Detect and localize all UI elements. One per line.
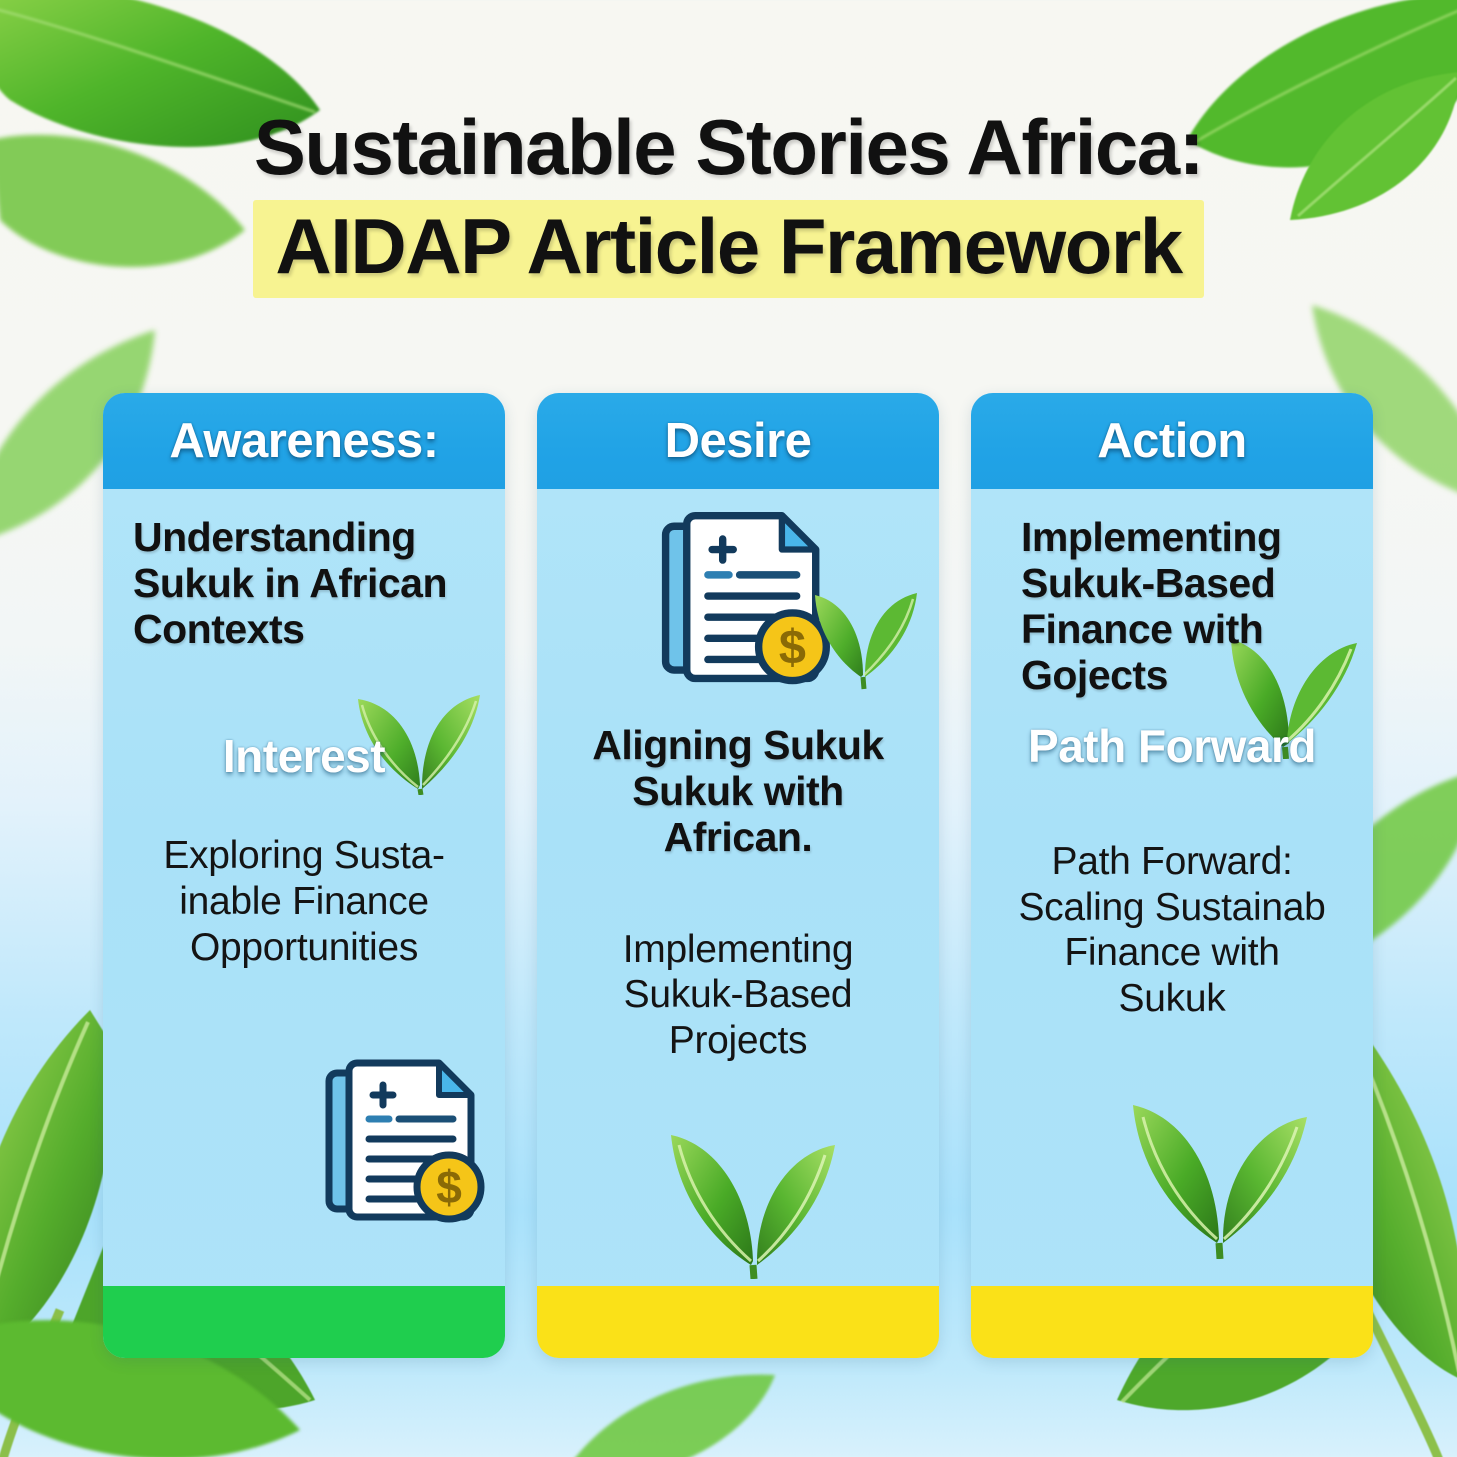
card-awareness-footer bbox=[103, 1286, 505, 1358]
card-desire[interactable]: Desire $ bbox=[537, 393, 939, 1358]
leaf-sprout-icon bbox=[1121, 1089, 1321, 1264]
leaf-sprout-icon bbox=[659, 1119, 849, 1284]
card-awareness-body-heading: Understanding Sukuk in African Contexts bbox=[133, 514, 448, 652]
card-action-body-text: Path Forward: Scaling Sustainab Finance … bbox=[1018, 840, 1326, 1021]
svg-text:$: $ bbox=[436, 1161, 462, 1213]
document-money-icon: $ bbox=[657, 503, 837, 693]
card-awareness-body: Understanding Sukuk in African Contexts … bbox=[103, 489, 505, 1358]
svg-text:$: $ bbox=[779, 621, 806, 675]
card-awareness-subheading: Interest bbox=[222, 729, 386, 782]
card-desire-header-label: Desire bbox=[664, 414, 812, 468]
document-money-icon: $ bbox=[321, 1051, 491, 1231]
card-action-header: Action bbox=[971, 393, 1373, 489]
card-awareness[interactable]: Awareness: bbox=[103, 393, 505, 1358]
card-awareness-body-text: Exploring Susta- inable Finance Opportun… bbox=[163, 834, 445, 969]
card-desire-body-text: Implementing Sukuk-Based Projects bbox=[622, 927, 854, 1062]
card-desire-footer bbox=[537, 1286, 939, 1358]
title-line-primary: Sustainable Stories Africa: bbox=[253, 103, 1205, 191]
card-desire-body-heading: Aligning Sukuk Sukuk with African. bbox=[592, 722, 884, 860]
card-desire-header: Desire bbox=[537, 393, 939, 489]
title-line-secondary: AIDAP Article Framework bbox=[253, 200, 1204, 299]
card-action-body: Implementing Sukuk-Based Finance with Go… bbox=[971, 489, 1373, 1358]
leaf-sprout-icon bbox=[809, 581, 919, 696]
page-title: Sustainable Stories Africa: AIDAP Articl… bbox=[0, 103, 1457, 299]
card-desire-body: $ Align bbox=[537, 489, 939, 1358]
card-awareness-header-label: Awareness: bbox=[169, 414, 439, 468]
title-line-secondary-holder: AIDAP Article Framework bbox=[0, 200, 1457, 299]
card-awareness-header: Awareness: bbox=[103, 393, 505, 489]
framework-cards-row: Awareness: bbox=[103, 393, 1373, 1358]
card-action-subheading: Path Forward bbox=[1028, 719, 1316, 772]
card-action-footer bbox=[971, 1286, 1373, 1358]
card-action-header-label: Action bbox=[1097, 414, 1247, 468]
card-action-body-heading: Implementing Sukuk-Based Finance with Go… bbox=[1021, 514, 1282, 698]
background-leaf-bottom-center bbox=[560, 1370, 780, 1457]
card-action[interactable]: Action Implementing S bbox=[971, 393, 1373, 1358]
